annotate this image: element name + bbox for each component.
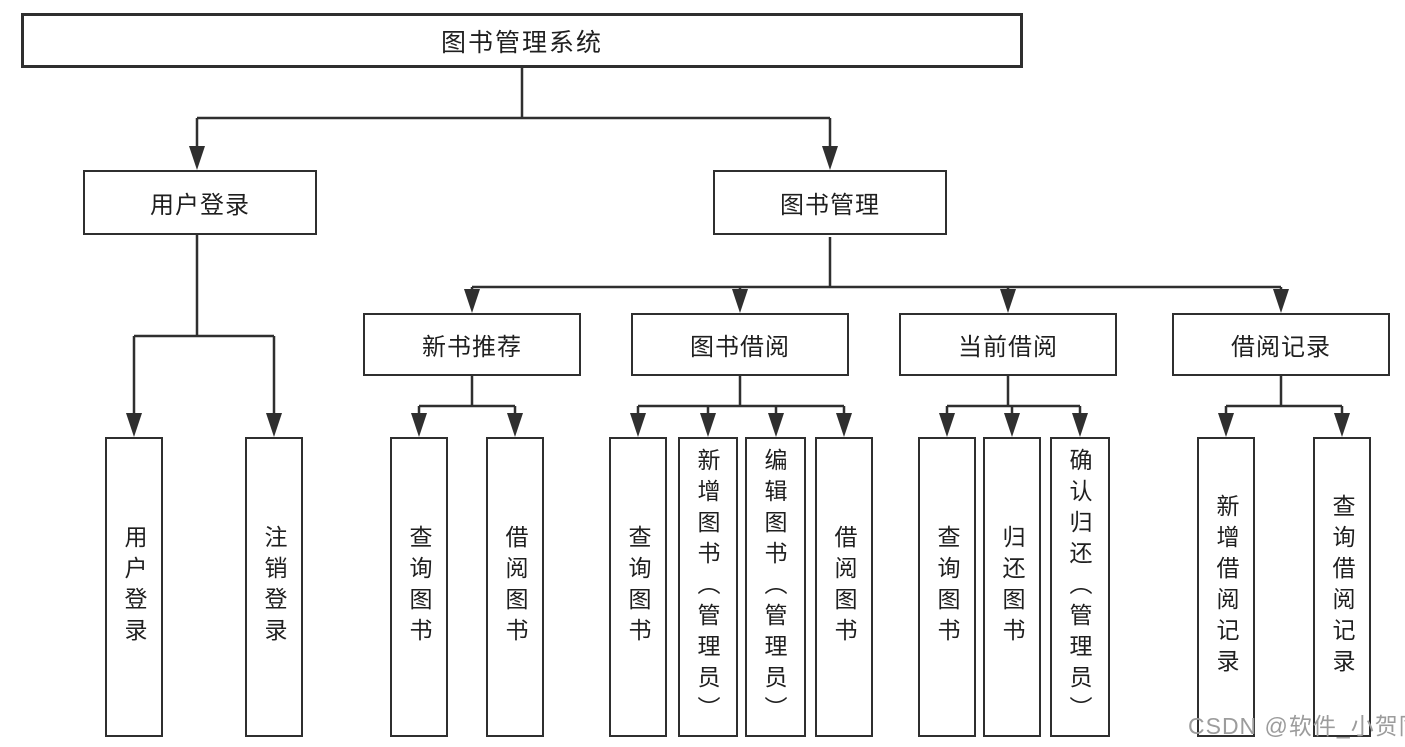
node-borrow-records: 借阅记录 bbox=[1172, 313, 1390, 376]
leaf-borrow-borrow-books: 借阅图书 bbox=[815, 437, 873, 737]
node-book-management: 图书管理 bbox=[713, 170, 947, 235]
node-book-borrow: 图书借阅 bbox=[631, 313, 849, 376]
csdn-watermark: CSDN @软件_小贺同学 bbox=[1188, 713, 1405, 739]
leaf-recommend-query-books: 查询图书 bbox=[390, 437, 448, 737]
leaf-records-query-record: 查询借阅记录 bbox=[1313, 437, 1371, 737]
leaf-current-query-books: 查询图书 bbox=[918, 437, 976, 737]
leaf-logout: 注销登录 bbox=[245, 437, 303, 737]
arrowheads bbox=[126, 146, 1350, 437]
leaf-user-login: 用户登录 bbox=[105, 437, 163, 737]
node-new-book-recommend: 新书推荐 bbox=[363, 313, 581, 376]
node-user-login-group: 用户登录 bbox=[83, 170, 317, 235]
leaf-borrow-edit-books-admin: 编辑图书（管理员） bbox=[745, 437, 806, 737]
leaf-borrow-query-books: 查询图书 bbox=[609, 437, 667, 737]
node-library-management-system: 图书管理系统 bbox=[21, 13, 1023, 68]
leaf-current-return-books: 归还图书 bbox=[983, 437, 1041, 737]
leaf-borrow-add-books-admin: 新增图书（管理员） bbox=[678, 437, 738, 737]
leaf-records-add-record: 新增借阅记录 bbox=[1197, 437, 1255, 737]
node-current-borrow: 当前借阅 bbox=[899, 313, 1117, 376]
leaf-current-confirm-return-admin: 确认归还（管理员） bbox=[1050, 437, 1110, 737]
leaf-recommend-borrow-books: 借阅图书 bbox=[486, 437, 544, 737]
